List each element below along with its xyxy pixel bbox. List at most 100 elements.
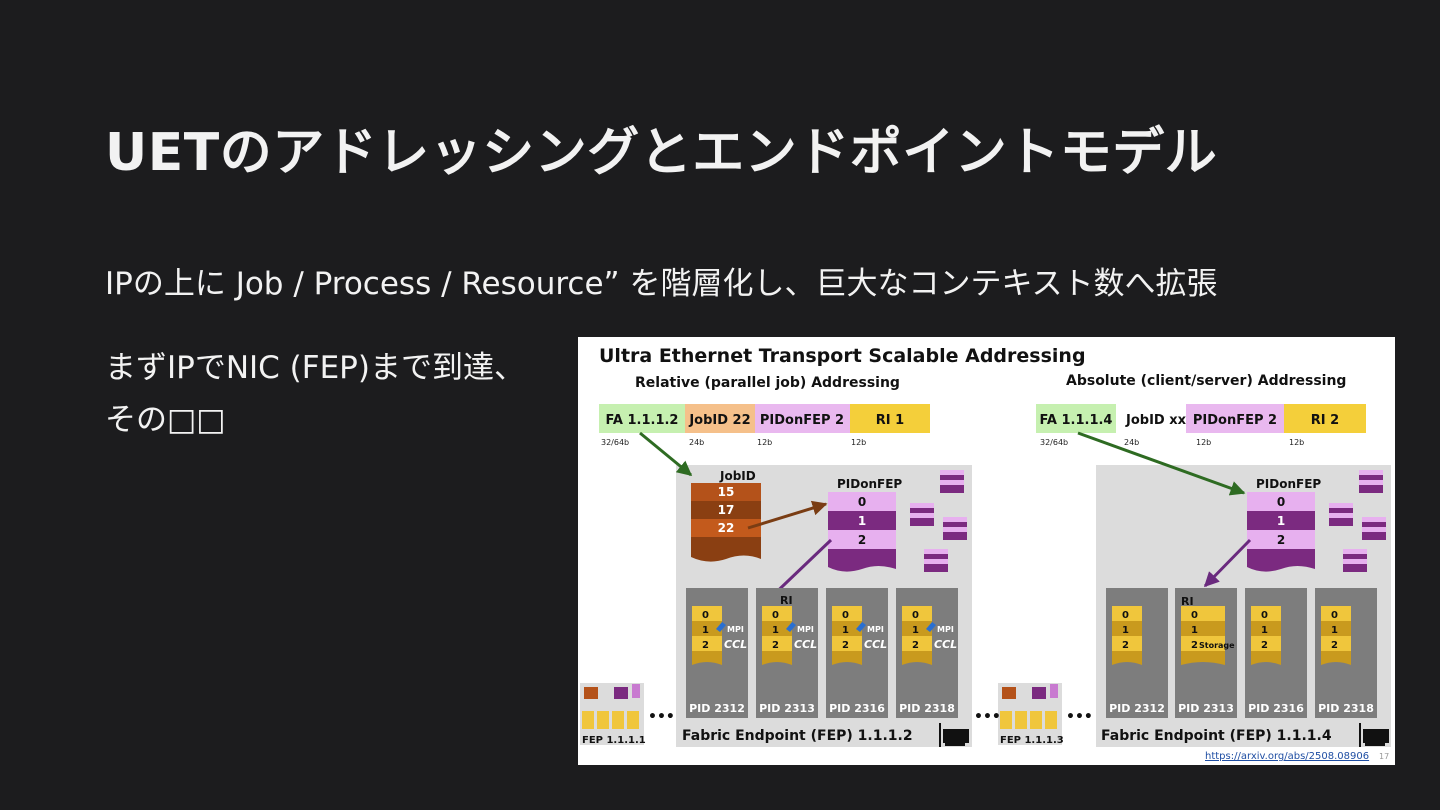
svg-text:CCL: CCL <box>864 638 887 651</box>
ri-r1-0: 0 <box>1122 610 1129 621</box>
slide-subtitle: IPの上に Job / Process / Resource” を階層化し、巨大… <box>105 266 1218 302</box>
ccl-logo: CCL CCL CCL CCL <box>724 638 957 651</box>
svg-text:MPI: MPI <box>867 625 884 634</box>
ri-l1-0: 0 <box>702 610 709 621</box>
abs-field-jobid: JobID xx <box>1125 413 1187 428</box>
arxiv-link[interactable]: https://arxiv.org/abs/2508.08906 <box>1205 751 1369 762</box>
abs-bits-pid: 12b <box>1196 438 1211 447</box>
fep-label-right: Fabric Endpoint (FEP) 1.1.1.4 <box>1101 728 1332 744</box>
ri-r4-1: 1 <box>1331 625 1338 636</box>
abs-bits-fa: 32/64b <box>1040 438 1068 447</box>
pidonfep-table-right: PIDonFEP 0 1 2 <box>1247 477 1321 572</box>
pidonfep-table-left: PIDonFEP 0 1 2 <box>828 477 902 572</box>
ri-r3-0: 0 <box>1261 610 1268 621</box>
abs-field-pidonfep: PIDonFEP 2 <box>1193 413 1277 428</box>
pid-2313-right: PID 2313 <box>1178 702 1234 715</box>
ri-l2-0: 0 <box>772 610 779 621</box>
arrow-jobid-to-pidonfep <box>747 500 828 530</box>
slide-title: UETのアドレッシングとエンドポイントモデル <box>105 123 1218 183</box>
jobid-17: 17 <box>718 503 735 517</box>
ri-l4-2: 2 <box>912 640 919 651</box>
arrow-pid-to-ri-right <box>1203 538 1252 588</box>
pid-2318-right: PID 2318 <box>1318 702 1374 715</box>
rel-bits-fa: 32/64b <box>601 438 629 447</box>
svg-text:MPI: MPI <box>797 625 814 634</box>
fep-thumbnail-3: FEP 1.1.1.3 <box>998 683 1064 746</box>
ri-l3-1: 1 <box>842 625 849 636</box>
svg-text:CCL: CCL <box>934 638 957 651</box>
mini-tables-right <box>1329 470 1386 572</box>
rel-bits-jobid: 24b <box>689 438 704 447</box>
ri-l2-1: 1 <box>772 625 779 636</box>
rel-field-jobid: JobID 22 <box>688 413 750 428</box>
pid-2316-left: PID 2316 <box>829 702 885 715</box>
ri-l1-2: 2 <box>702 640 709 651</box>
ellipsis-2: ••• <box>974 709 1001 725</box>
pid-2316-right: PID 2316 <box>1248 702 1304 715</box>
ri-r3-1: 1 <box>1261 625 1268 636</box>
pid-right-0: 0 <box>1277 495 1285 509</box>
mini-tables-left <box>910 470 967 572</box>
addressing-figure: Ultra Ethernet Transport Scalable Addres… <box>578 337 1395 765</box>
arrow-fa-to-jobid <box>639 431 693 477</box>
pid-right-1: 1 <box>1277 514 1285 528</box>
pid-left-2: 2 <box>858 533 866 547</box>
ri-l4-1: 1 <box>912 625 919 636</box>
page-number: 17 <box>1379 752 1389 761</box>
nic-icon <box>939 723 1389 747</box>
rel-field-ri: RI 1 <box>876 413 904 428</box>
abs-field-ri: RI 2 <box>1311 413 1339 428</box>
jobid-15: 15 <box>718 485 735 499</box>
pid-boxes-right: RI 0 1 2 0 1 2 Storage 0 1 2 0 1 2 PID 2… <box>1106 588 1377 718</box>
mpi-logo: MPI MPI MPI MPI <box>716 622 954 634</box>
body-text: まずIPでNIC (FEP)まで到達、 その□□ <box>105 342 565 446</box>
relative-heading: Relative (parallel job) Addressing <box>635 375 900 391</box>
pid-2313-left: PID 2313 <box>759 702 815 715</box>
fep-small-1-label: FEP 1.1.1.1 <box>582 735 646 746</box>
pid-left-0: 0 <box>858 495 866 509</box>
ri-l1-1: 1 <box>702 625 709 636</box>
figure-title: Ultra Ethernet Transport Scalable Addres… <box>599 345 1086 367</box>
ri-label-right: RI <box>1181 595 1194 608</box>
ri-l2-2: 2 <box>772 640 779 651</box>
ri-r2-2: 2 <box>1191 640 1198 651</box>
ri-label-left: RI <box>780 594 793 607</box>
pid-boxes-left: RI 0 1 2 0 1 2 0 1 2 0 1 2 MPI MPI MPI M… <box>686 588 958 718</box>
body-line-2: その□□ <box>105 402 226 438</box>
ellipsis-3: ••• <box>1066 709 1093 725</box>
svg-text:MPI: MPI <box>937 625 954 634</box>
jobid-table-label: JobID <box>719 469 756 483</box>
fep-label-left: Fabric Endpoint (FEP) 1.1.1.2 <box>682 728 913 744</box>
pidonfep-label-left: PIDonFEP <box>837 477 902 491</box>
body-line-1: まずIPでNIC (FEP)まで到達、 <box>105 350 525 386</box>
rel-bits-pid: 12b <box>757 438 772 447</box>
pid-left-1: 1 <box>858 514 866 528</box>
jobid-22: 22 <box>718 521 735 535</box>
ri-r2-1: 1 <box>1191 625 1198 636</box>
ri-r3-2: 2 <box>1261 640 1268 651</box>
ri-l4-0: 0 <box>912 610 919 621</box>
ri-r4-2: 2 <box>1331 640 1338 651</box>
addressing-diagram: Ultra Ethernet Transport Scalable Addres… <box>580 345 1391 762</box>
rel-bits-ri: 12b <box>851 438 866 447</box>
relative-address-bar: FA 1.1.1.2 JobID 22 PIDonFEP 2 RI 1 32/6… <box>599 404 930 447</box>
pid-2312-left: PID 2312 <box>689 702 745 715</box>
ri-r1-2: 2 <box>1122 640 1129 651</box>
fep-small-3-label: FEP 1.1.1.3 <box>1000 735 1064 746</box>
storage-label: Storage <box>1199 641 1235 650</box>
svg-text:CCL: CCL <box>724 638 747 651</box>
pid-right-2: 2 <box>1277 533 1285 547</box>
abs-field-fa: FA 1.1.1.4 <box>1040 413 1113 428</box>
ri-l3-0: 0 <box>842 610 849 621</box>
jobid-table: JobID 15 17 22 <box>691 469 761 562</box>
ri-r2-0: 0 <box>1191 610 1198 621</box>
pid-2318-left: PID 2318 <box>899 702 955 715</box>
ri-r4-0: 0 <box>1331 610 1338 621</box>
pid-2312-right: PID 2312 <box>1109 702 1165 715</box>
abs-bits-ri: 12b <box>1289 438 1304 447</box>
rel-field-pidonfep: PIDonFEP 2 <box>760 413 844 428</box>
svg-text:CCL: CCL <box>794 638 817 651</box>
rel-field-fa: FA 1.1.1.2 <box>606 413 679 428</box>
abs-bits-jobid: 24b <box>1124 438 1139 447</box>
ellipsis-1: ••• <box>648 709 675 725</box>
